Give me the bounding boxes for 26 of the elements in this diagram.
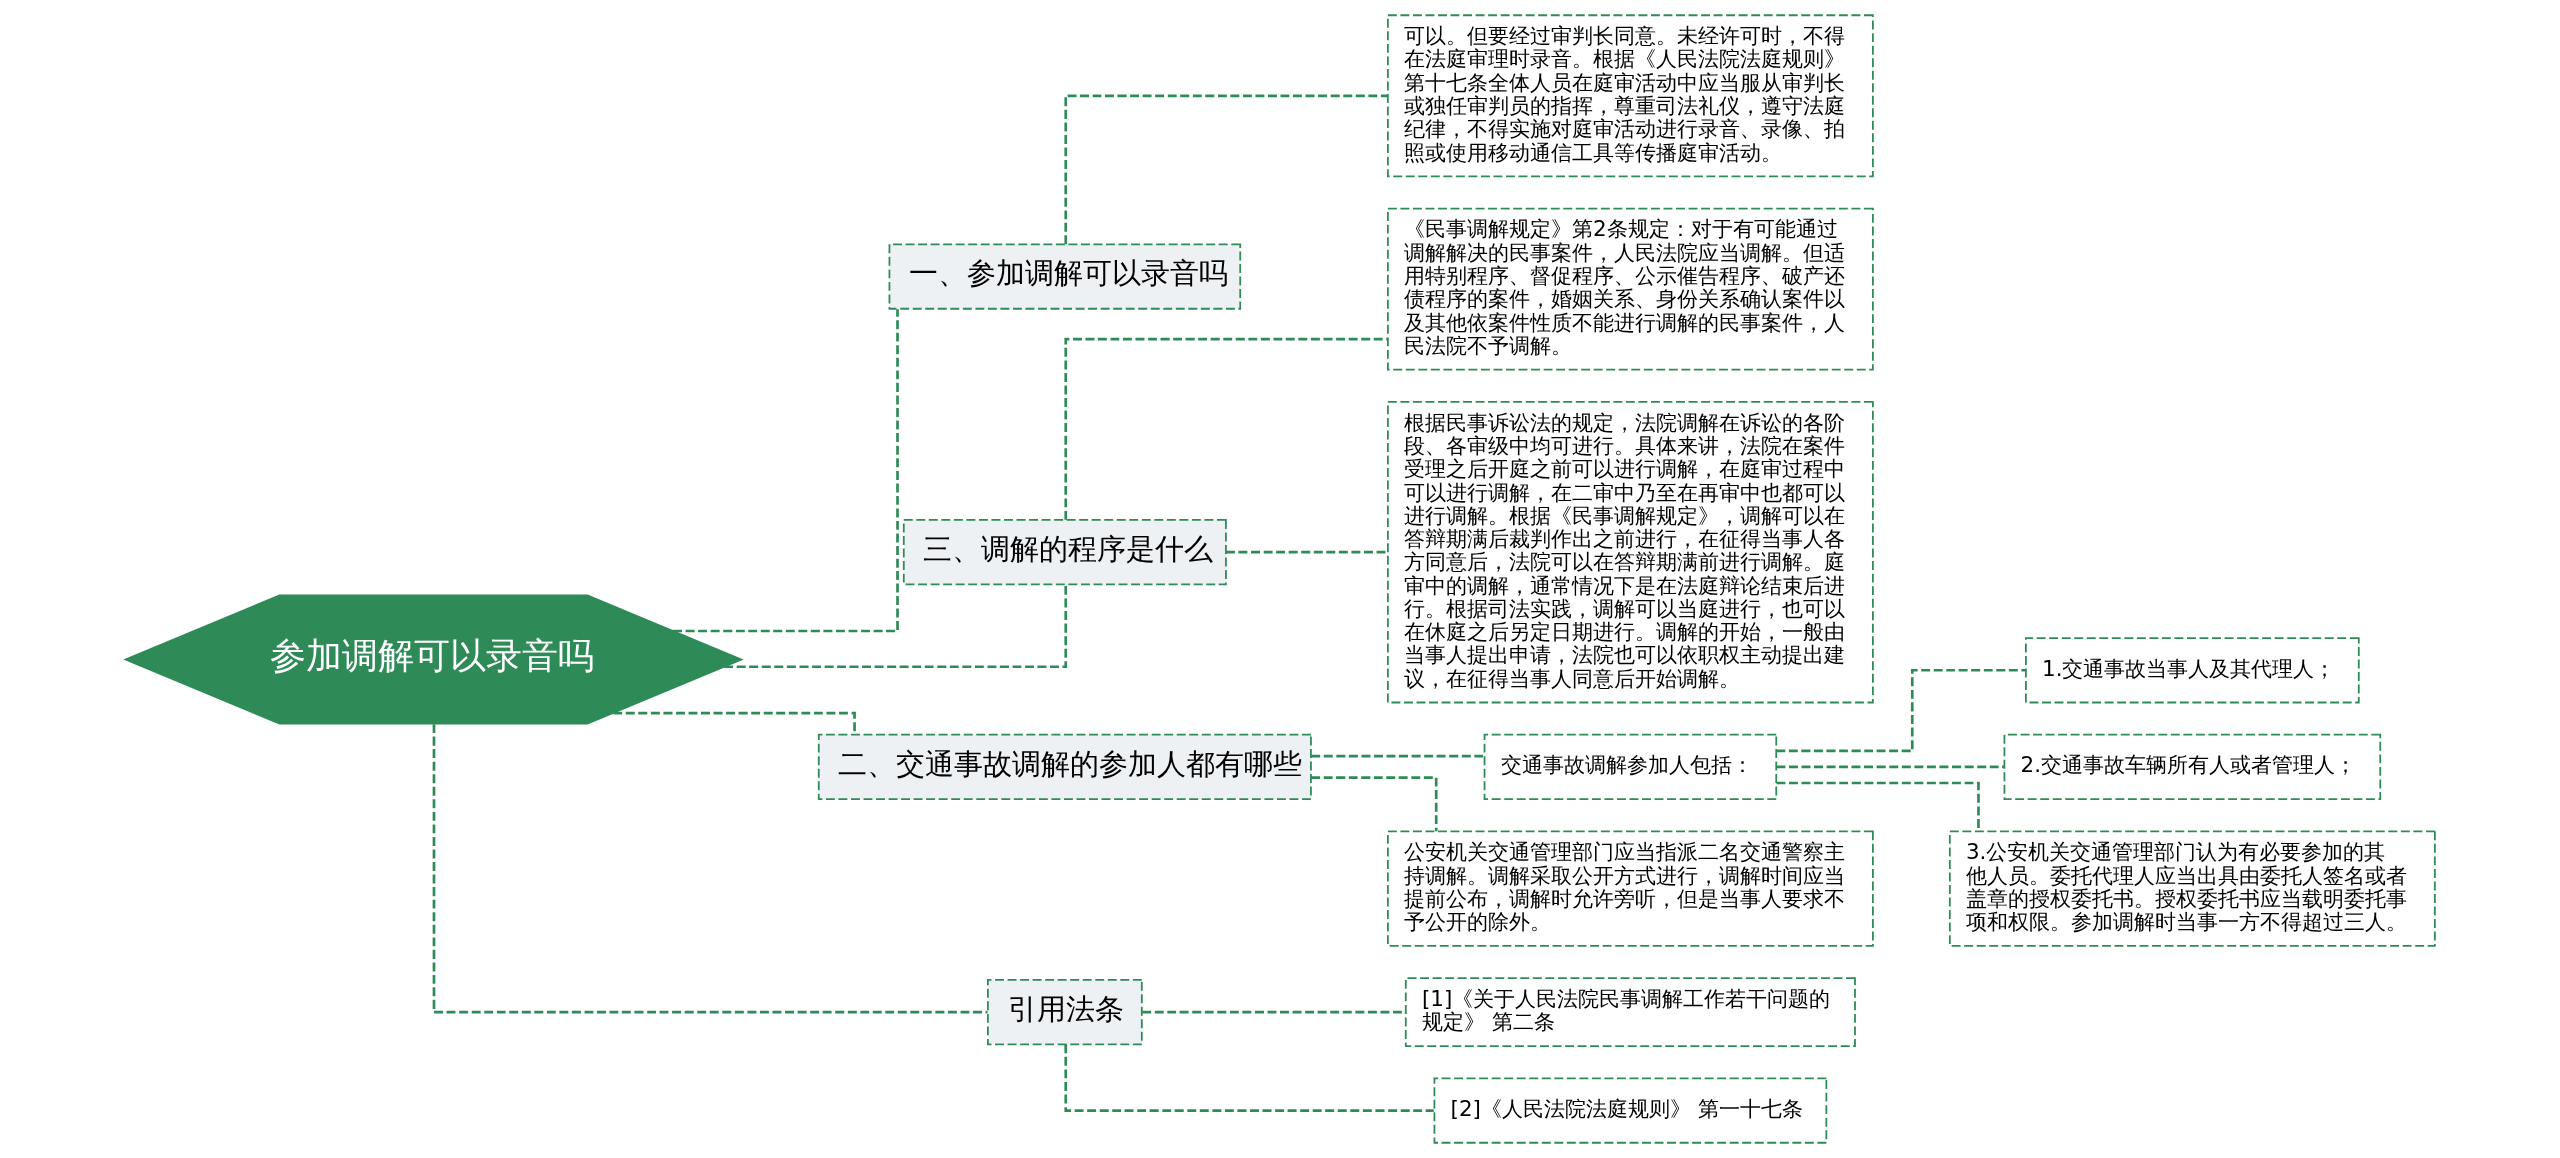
- node-box: 可以。但要经过审判长同意。未经许可时，不得在法庭审理时录音。根据《人民法院法庭规则》第十七条全体人员在庭审活动中应当服从审判长或独任审判员的指挥，尊重司法礼仪，遵守法庭纪律，不得实施对庭审活动进行录音、录像、拍照或使用移动通信工具等传播庭审活动。: [1387, 14, 1874, 178]
- connector: [673, 309, 899, 633]
- node-box: 三、调解的程序是什么: [902, 519, 1227, 586]
- node-box: 公安机关交通管理部门应当指派二名交通警察主持调解。调解采取公开方式进行，调解时间应当提前公布，调解时允许旁听，但是当事人要求不予公开的除外。: [1387, 830, 1874, 947]
- node-box: 《民事调解规定》第2条规定：对于有可能通过调解解决的民事案件，人民法院应当调解。但适用特别程序、督促程序、公示催告程序、破产还债程序的案件，婚姻关系、身份关系确认案件以及其他依案件性质不能进行调解的民事案件，人民法院不予调解。: [1387, 207, 1874, 371]
- connector: [1776, 781, 1980, 831]
- connector: [1226, 550, 1388, 554]
- node-box: 二、交通事故调解的参加人都有哪些: [817, 733, 1312, 801]
- connector: [432, 724, 988, 1014]
- connector: [724, 584, 1068, 669]
- connector: [1776, 765, 2004, 769]
- node-box: 1.交通事故当事人及其代理人；: [2025, 637, 2360, 704]
- connector: [1064, 337, 1388, 520]
- node-box: 3.公安机关交通管理部门认为有必要参加的其他人员。委托代理人应当出具由委托人签名或者盖章的授权委托书。授权委托书应当载明委托事项和权限。参加调解时当事一方不得超过三人。: [1948, 830, 2436, 947]
- node-box: 一、参加调解可以录音吗: [888, 243, 1242, 310]
- connector: [1064, 94, 1388, 245]
- connector: [1311, 754, 1484, 758]
- connector: [1311, 776, 1438, 832]
- node-box: 引用法条: [987, 979, 1143, 1046]
- node-box: [1]《关于人民法院民事调解工作若干问题的规定》 第二条: [1404, 977, 1856, 1047]
- node-box: [2]《人民法院法庭规则》 第一十七条: [1433, 1077, 1828, 1144]
- node-box: 交通事故调解参加人包括：: [1483, 733, 1778, 801]
- connector: [1776, 668, 2026, 753]
- node-box: 2.交通事故车辆所有人或者管理人；: [2003, 733, 2382, 801]
- connector: [1064, 1044, 1434, 1112]
- node-box: 根据民事诉讼法的规定，法院调解在诉讼的各阶段、各审级中均可进行。具体来讲，法院在案件受理之后开庭之前可以进行调解，在庭审过程中可以进行调解，在二审中乃至在再审中也都可以进行调解。根据《民事调解规定》，调解可以在答辩期满后裁判作出之前进行，在征得当事人各方同意后，法院可以在答辩期满前进行调解。庭审中的调解，通常情况下是在法庭辩论结束后进行。根据司法实践，调解可以当庭进行，也可以在休庭之后另定日期进行。调解的开始，一般由当事人提出申请，法院也可以依职权主动提出建议，在征得当事人同意后开始调解。: [1387, 400, 1874, 704]
